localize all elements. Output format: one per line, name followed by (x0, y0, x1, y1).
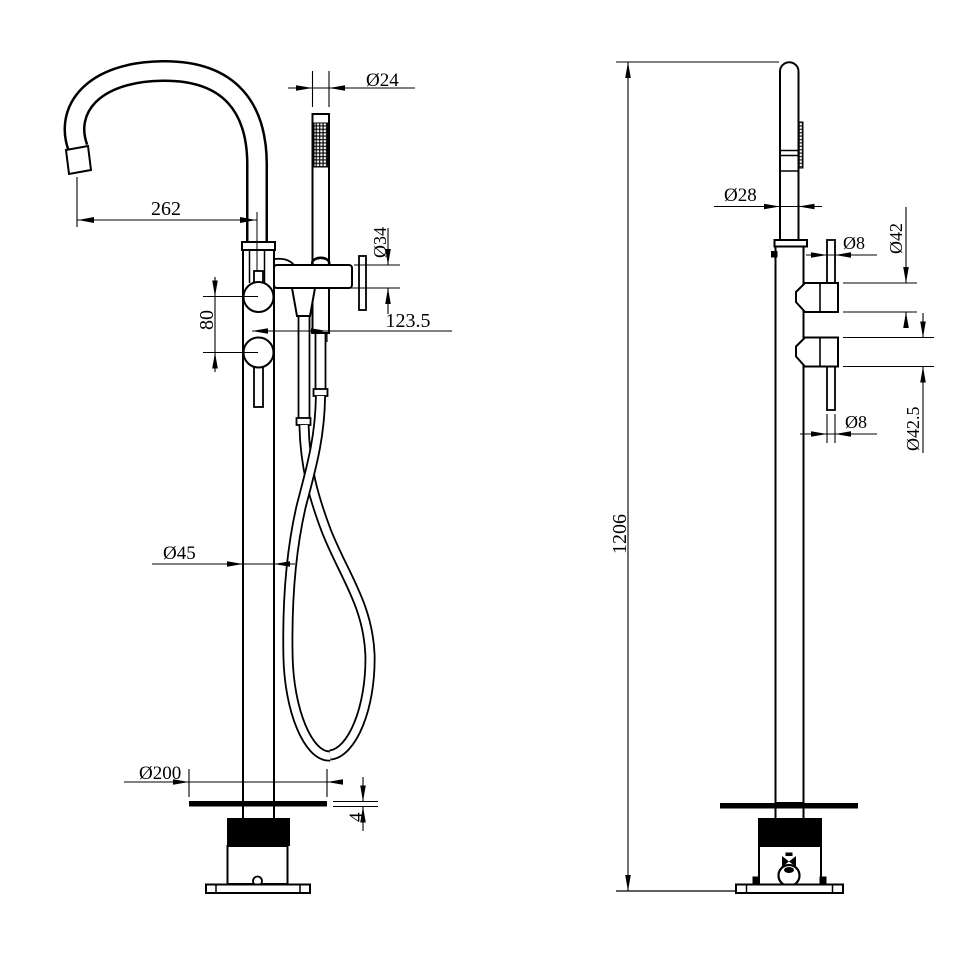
handles-side (795, 239, 839, 411)
dim-label: Ø34 (370, 227, 390, 258)
dim-handshower-dia: Ø24 (288, 70, 415, 107)
dim-label: Ø28 (724, 185, 757, 206)
dim-plate-thickness: 4 (333, 777, 378, 831)
dim-label: 80 (196, 310, 218, 330)
floor-flange (735, 883, 844, 894)
cold-lever-pin (826, 365, 836, 411)
dim-handle-spacing: 80 (196, 277, 258, 372)
base-plate (720, 803, 858, 809)
faucet-column-side (771, 239, 808, 804)
base-plate (189, 801, 327, 807)
cold-handle-side (795, 336, 839, 368)
dim-label: Ø45 (163, 543, 196, 564)
set-screw (771, 251, 778, 258)
diverter-rod (358, 255, 367, 311)
wand-knurled-grip (313, 122, 328, 168)
dim-label: Ø8 (843, 233, 865, 253)
hose-connector-cone (290, 287, 317, 317)
floor-flange (205, 883, 311, 894)
column-top-flange (241, 241, 276, 251)
dim-label: 123.5 (386, 310, 431, 332)
mounting-foot (752, 876, 760, 885)
base-left (189, 801, 327, 894)
dim-column-dia: Ø45 (152, 543, 295, 567)
dim-lever-pin-top: Ø8 (806, 233, 877, 264)
dim-lever-pin-bottom: Ø8 (800, 412, 877, 443)
dim-label: 262 (151, 198, 181, 220)
dim-label: Ø42 (886, 223, 906, 254)
wand-lower-tube (311, 287, 330, 334)
cold-handle-stem (253, 366, 264, 408)
dim-overall-height: 1206 (609, 61, 779, 891)
hot-lever-pin (826, 239, 836, 284)
hot-handle-side (795, 282, 839, 313)
left-view-front: Ø24 262 Ø34 123.5 (63, 59, 452, 894)
dim-label: Ø200 (139, 763, 181, 784)
base-right (616, 803, 858, 894)
dim-handle-top-dia: Ø42 (843, 207, 917, 328)
mounting-foot (819, 876, 827, 885)
dim-label: 4 (346, 812, 367, 822)
dim-handle-bottom-dia: Ø42.5 (843, 313, 934, 453)
spout-outlet (64, 144, 93, 176)
shower-holder-arm (273, 264, 353, 289)
dim-label: 1206 (609, 514, 631, 554)
dim-spout-reach: 262 (76, 177, 257, 227)
shower-hose-loop (282, 395, 376, 762)
riser-side (779, 61, 804, 240)
inlet-valve-icon (782, 856, 789, 867)
dim-holder-dia: Ø34 (332, 227, 400, 314)
mounting-block (758, 818, 822, 846)
inlet-valve-icon (789, 856, 796, 867)
column-top-flange (773, 239, 808, 248)
mounting-block (227, 818, 290, 846)
dim-label: Ø42.5 (903, 407, 923, 452)
hand-shower-assembly (273, 113, 367, 426)
dim-riser-dia: Ø28 (714, 185, 822, 217)
dim-label: Ø24 (366, 70, 399, 91)
dim-base-plate-dia: Ø200 (124, 763, 343, 797)
dim-shower-offset: 123.5 (252, 310, 452, 342)
hose-crimp-collar (295, 417, 312, 426)
right-view-side: 1206 Ø28 Ø8 Ø42 (609, 61, 934, 894)
riser-top-cap (779, 61, 800, 72)
dim-label: Ø8 (845, 412, 867, 432)
hose-crimp-collar (312, 388, 329, 397)
gooseneck-spout (63, 59, 269, 246)
